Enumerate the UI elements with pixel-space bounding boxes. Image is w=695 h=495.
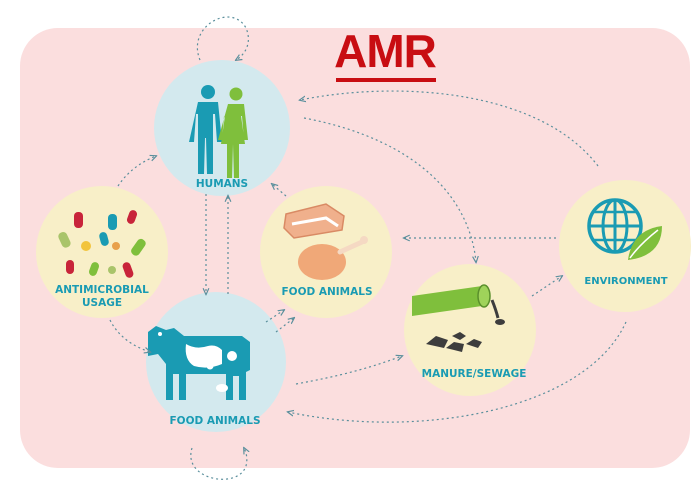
arrow-cow-to-meat-a <box>265 310 284 323</box>
arrow-cow-to-meat-b <box>275 318 294 333</box>
globe-leaf-icon <box>587 198 662 260</box>
arrow-environment-to-humans <box>300 90 599 167</box>
arrow-antimicrobial-to-humans <box>117 156 156 187</box>
sewage-pipe-icon <box>412 284 505 352</box>
arrow-humans-to-manure <box>303 117 476 262</box>
arrow-meat-to-humans <box>272 184 287 197</box>
antimicrobial-usage-label: ANTIMICROBIAL USAGE <box>55 284 149 310</box>
arrow-cow-self-loop <box>190 448 247 480</box>
arrow-cow-to-manure <box>295 356 402 385</box>
humans-label: HUMANS <box>195 178 249 190</box>
meat-icon <box>283 203 368 280</box>
environment-node <box>559 180 691 312</box>
food-animals-cow-label: FOOD ANIMALS <box>169 415 261 427</box>
title-underline <box>336 78 436 82</box>
pills-icon <box>58 210 146 278</box>
arrows <box>109 16 627 480</box>
arrow-environment-to-cow <box>288 321 627 423</box>
arrow-humans-self-loop <box>197 16 249 60</box>
arrow-manure-to-environment <box>531 276 562 297</box>
manure-sewage-label: MANURE/SEWAGE <box>421 368 527 380</box>
environment-label: ENVIRONMENT <box>584 276 668 287</box>
humans-icon <box>189 85 248 178</box>
diagram-title: AMR <box>334 25 437 77</box>
arrow-antimicrobial-to-cow <box>109 319 150 352</box>
food-animals-meat-label: FOOD ANIMALS <box>281 286 373 298</box>
cow-icon <box>148 326 250 400</box>
